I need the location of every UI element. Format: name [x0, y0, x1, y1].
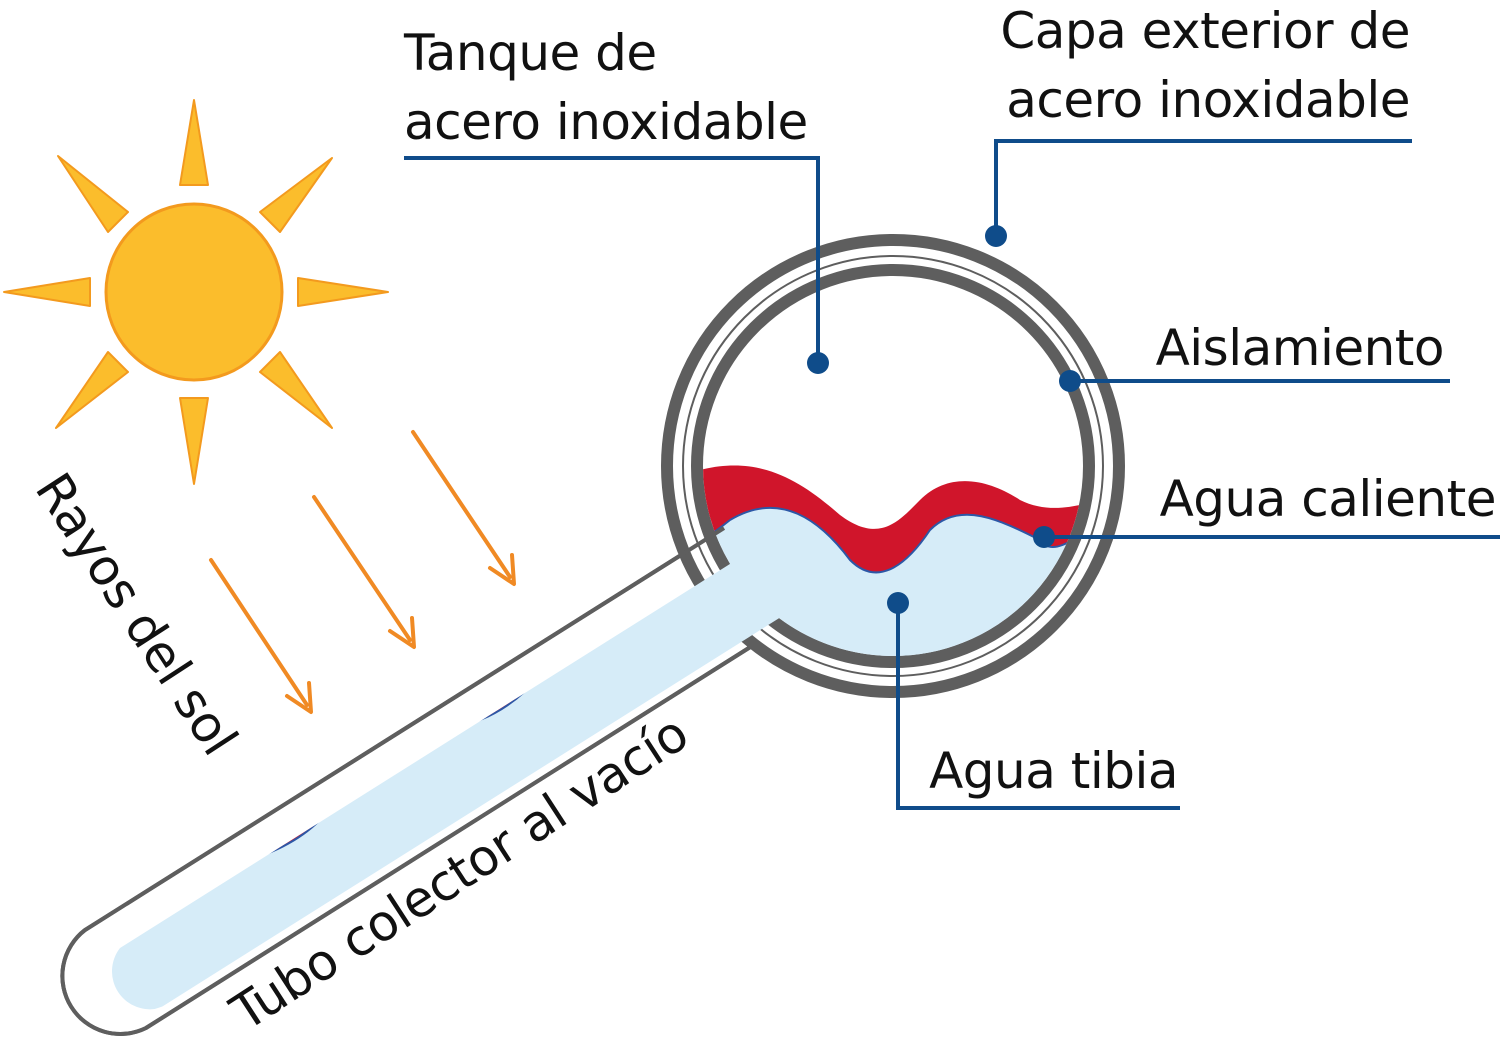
- label-warm-water: Agua tibia: [929, 742, 1178, 800]
- label-outer-layer: Capa exterior de acero inoxidable: [1000, 2, 1410, 129]
- marker-outer-layer: [985, 225, 1007, 247]
- label-tank-line1: Tanque de: [403, 24, 657, 82]
- sun-ray-arrow: [312, 495, 416, 649]
- marker-tank: [807, 352, 829, 374]
- leader-tank: [404, 156, 820, 363]
- marker-insulation: [1059, 370, 1081, 392]
- sun-ray-arrow: [209, 558, 313, 714]
- sun-icon: [3, 99, 389, 485]
- label-sun-rays: Rayos del sol: [24, 463, 248, 765]
- label-insulation: Aislamiento: [1156, 319, 1444, 377]
- label-hot-water: Agua caliente: [1160, 470, 1496, 528]
- marker-hot-water: [1033, 526, 1055, 548]
- leader-outer-layer: [994, 139, 1412, 236]
- label-tank: Tanque de acero inoxidable: [403, 24, 808, 151]
- leader-warm-water: [896, 603, 1180, 810]
- label-tank-line2: acero inoxidable: [404, 93, 808, 151]
- label-outer-layer-line2: acero inoxidable: [1006, 71, 1410, 129]
- sun-ray-arrow: [411, 430, 516, 586]
- label-outer-layer-line1: Capa exterior de: [1000, 2, 1410, 60]
- marker-warm-water: [887, 592, 909, 614]
